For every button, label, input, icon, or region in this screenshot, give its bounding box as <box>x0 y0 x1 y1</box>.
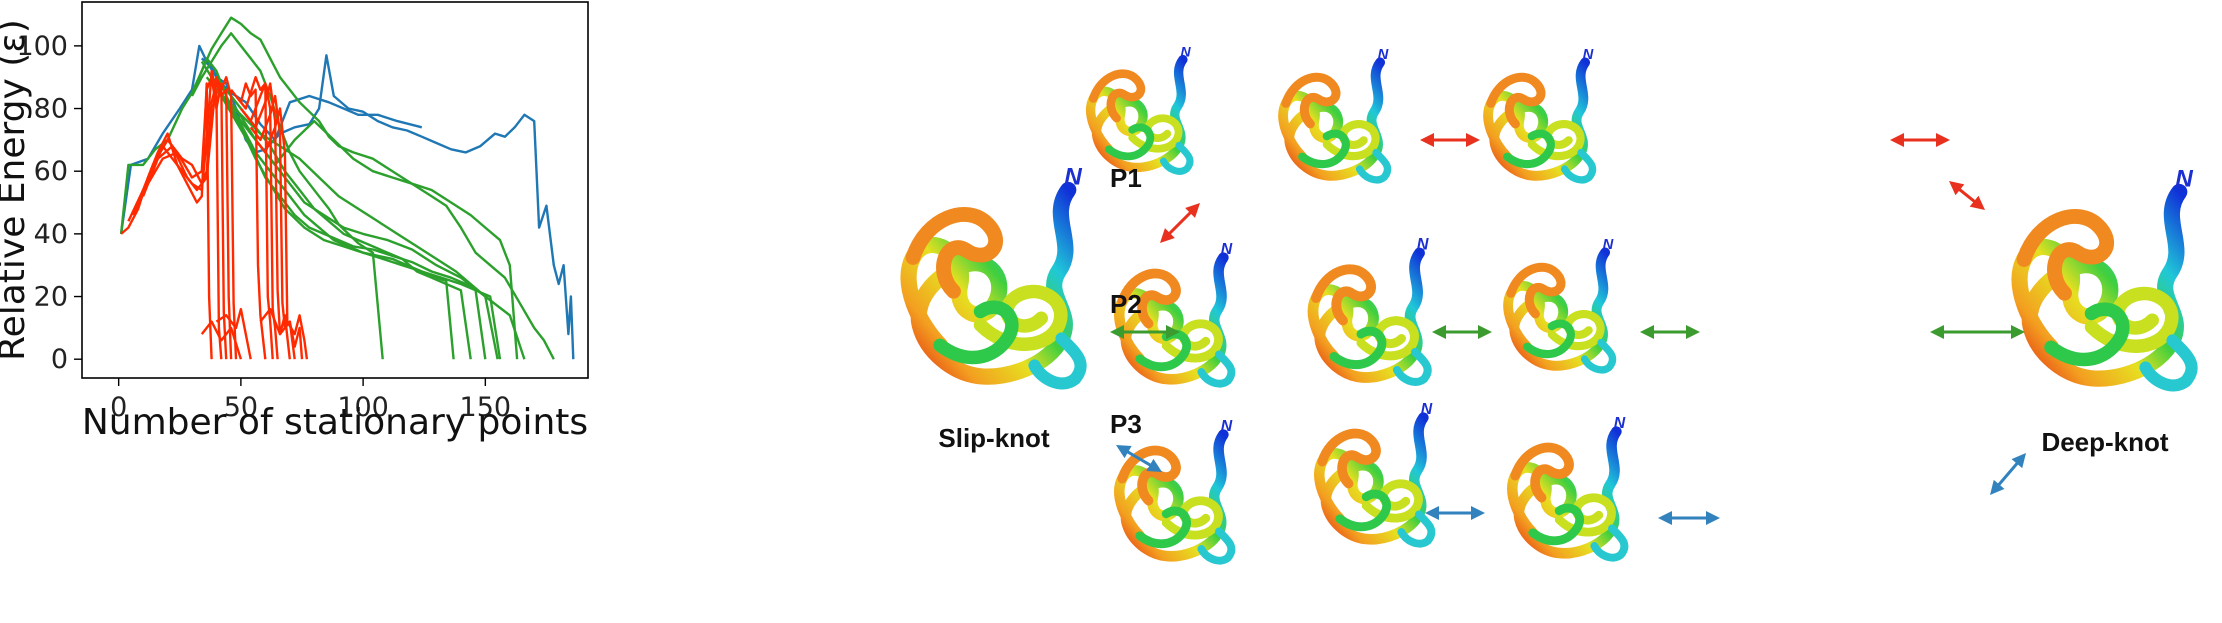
protein-structure: N <box>1314 401 1436 548</box>
knot-pathway-diagram: N N N N N N N N N N N P1 P2 P3 Slip-knot Deep-knot <box>900 43 2198 565</box>
protein-structure: N <box>2011 166 2198 392</box>
double-arrow <box>1425 506 1485 520</box>
x-tick-label: 150 <box>460 392 512 423</box>
x-tick-label: 100 <box>337 392 389 423</box>
series-line-3 <box>190 32 384 360</box>
path-label-p1: P1 <box>1110 163 1142 193</box>
y-tick-label: 0 <box>51 344 68 375</box>
series-line-16 <box>215 307 252 360</box>
double-arrow <box>1160 203 1200 243</box>
n-terminus-label: N <box>1421 401 1433 418</box>
y-tick-label: 20 <box>34 282 68 313</box>
n-terminus-label: N <box>1378 47 1389 63</box>
series-line-1 <box>200 57 423 142</box>
y-tick-label: 60 <box>34 156 68 187</box>
double-arrow <box>1640 325 1700 339</box>
n-terminus-label: N <box>1614 415 1626 432</box>
protein-structure: N <box>900 164 1087 390</box>
double-arrow <box>1890 133 1950 147</box>
series-line-17 <box>230 82 267 360</box>
path-label-p3: P3 <box>1110 409 1142 439</box>
double-arrow <box>1949 181 1985 210</box>
n-terminus-label: N <box>1221 418 1233 435</box>
n-terminus-label: N <box>1583 47 1594 63</box>
protein-structure: N <box>1278 47 1392 184</box>
double-arrow <box>1658 511 1720 525</box>
protein-structure: N <box>1086 43 1194 175</box>
pathway-arrows <box>1110 133 2026 525</box>
series-line-24 <box>259 307 296 360</box>
series-layer <box>119 16 575 360</box>
series-line-11 <box>120 82 213 360</box>
double-arrow <box>1930 325 2025 339</box>
y-tick-label: 80 <box>34 94 68 125</box>
protein-structure: N <box>1307 235 1432 386</box>
n-terminus-label: N <box>1221 241 1233 258</box>
double-arrow <box>1990 453 2026 495</box>
y-axis-title: Relative Energy (ε) <box>0 19 33 361</box>
n-terminus-label: N <box>2175 166 2193 193</box>
n-terminus-label: N <box>1064 164 1082 191</box>
path-label-p2: P2 <box>1110 289 1142 319</box>
series-line-23 <box>200 320 243 360</box>
series-line-13 <box>132 75 228 360</box>
y-tick-label: 40 <box>34 219 68 250</box>
x-axis-title: Number of stationary points <box>82 402 588 443</box>
protein-structure: N <box>1503 237 1617 374</box>
series-line-2 <box>119 16 555 360</box>
x-tick-label: 50 <box>224 392 258 423</box>
series-line-15 <box>141 75 238 360</box>
double-arrow <box>1420 133 1480 147</box>
x-ticks: 0 50 100 150 <box>110 378 511 423</box>
y-tick-label: 100 <box>16 31 68 62</box>
plot-frame <box>81 1 589 379</box>
double-arrow <box>1432 325 1492 339</box>
n-terminus-label: N <box>1603 237 1614 253</box>
protein-structure: N <box>1507 415 1629 562</box>
y-ticks: 0 20 40 60 80 100 <box>16 31 82 375</box>
n-terminus-label: N <box>1181 43 1192 59</box>
series-line-7 <box>210 82 502 360</box>
x-tick-label: 0 <box>110 392 127 423</box>
series-line-22 <box>254 107 309 360</box>
deep-knot-label: Deep-knot <box>2041 427 2168 457</box>
n-terminus-label: N <box>1417 235 1429 253</box>
double-arrow <box>1116 445 1162 472</box>
protein-structure: N <box>1483 47 1597 184</box>
protein-structure: N <box>1114 418 1236 565</box>
energy-chart: 0 50 100 150 0 20 40 60 80 100 Number of station… <box>0 1 589 443</box>
series-line-4 <box>195 57 455 360</box>
double-arrow <box>1110 325 1180 339</box>
slip-knot-label: Slip-knot <box>938 423 1050 453</box>
protein-structure: N <box>1114 241 1236 388</box>
series-line-21 <box>249 94 304 360</box>
protein-structures: N N N N N N N N N N N <box>900 43 2198 565</box>
